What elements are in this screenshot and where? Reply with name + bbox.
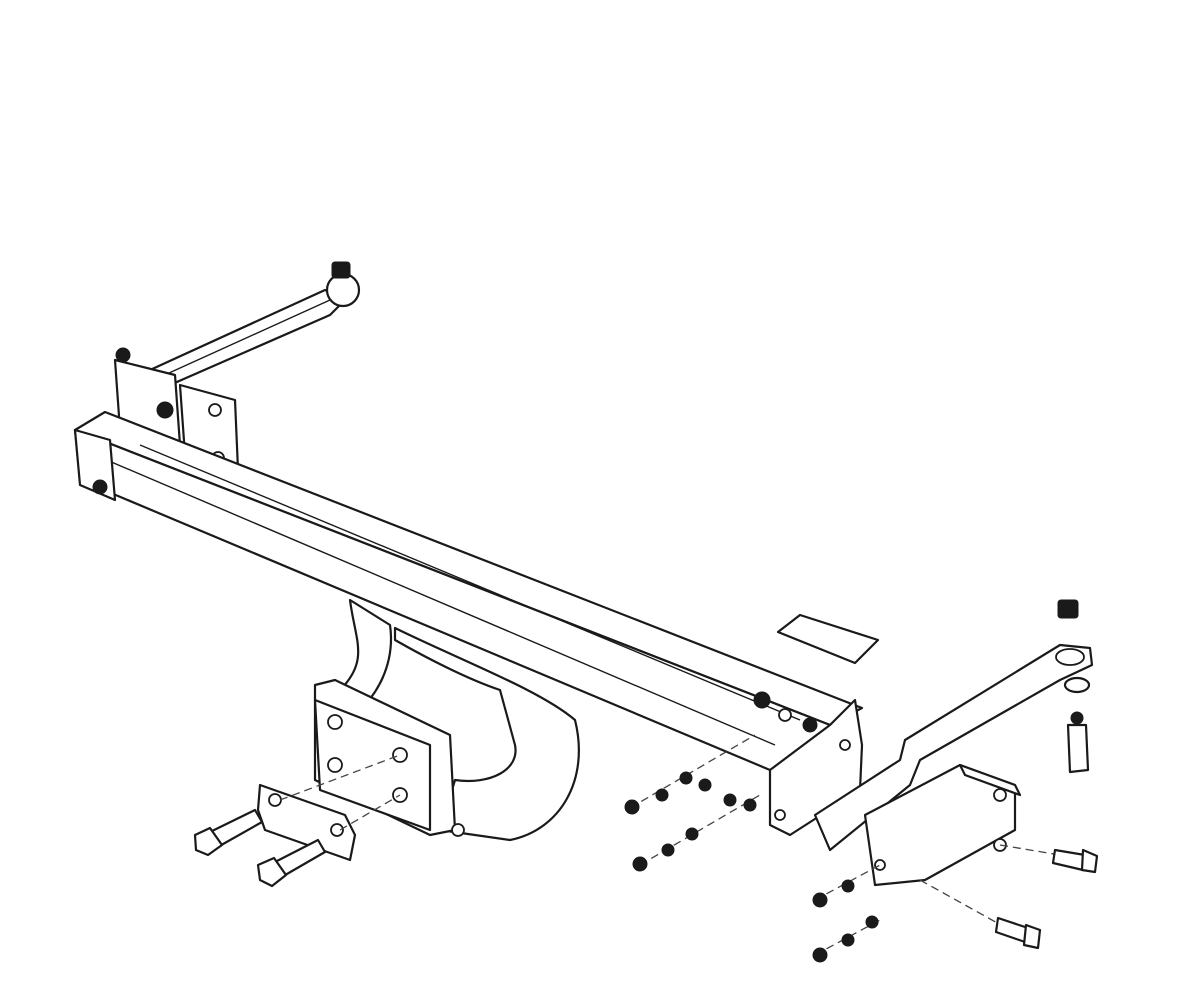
nut-icon (632, 856, 648, 872)
nut-icon (698, 778, 712, 792)
arm-nut-icon (1057, 599, 1079, 619)
clamp-plate (256, 754, 401, 862)
washer-icon (661, 843, 675, 857)
washer-icon (685, 827, 699, 841)
bolt-icon (193, 808, 264, 857)
bolt-icon (994, 916, 1042, 950)
washer-icon (841, 933, 855, 947)
nut-icon (812, 892, 828, 908)
nut-icon (624, 799, 640, 815)
washer-icon (655, 788, 669, 802)
nut-icon (812, 947, 828, 963)
left-support-arm (148, 261, 361, 387)
arm-nut-icon (331, 261, 351, 279)
nut-icon (743, 798, 757, 812)
bolt-icon (1051, 848, 1099, 874)
washer-icon (679, 771, 693, 785)
washer-icon (841, 879, 855, 893)
nut-icon (723, 793, 737, 807)
washer-icon (865, 915, 879, 929)
cross-beam (73, 410, 864, 792)
right-lower-bracket (863, 763, 1061, 931)
fastener-set (624, 734, 881, 963)
shim-plate (776, 613, 880, 665)
bolt-icon (256, 838, 327, 888)
